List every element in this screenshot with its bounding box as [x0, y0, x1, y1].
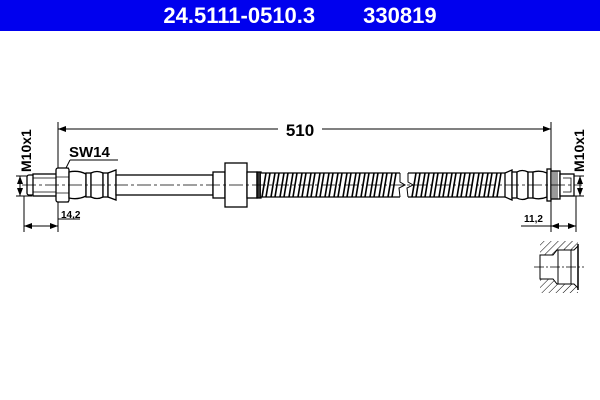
left-thread-label: M10x1 [18, 129, 34, 172]
title-bar: 24.5111-0510.3 330819 [0, 0, 600, 31]
part-number: 24.5111-0510.3 [163, 2, 316, 28]
port-section-detail [534, 241, 584, 293]
right-offset-dimension: 11,2 [521, 196, 577, 232]
left-offset-label: 14,2 [61, 210, 81, 221]
left-thread-dimension: M10x1 [17, 129, 34, 196]
length-label: 510 [286, 121, 314, 140]
right-thread-label: M10x1 [571, 129, 587, 172]
right-offset-label: 11,2 [524, 214, 543, 225]
left-offset-dimension: 14,2 [24, 210, 81, 229]
wrench-size-callout: SW14 [63, 144, 118, 173]
wrench-size-label: SW14 [69, 144, 111, 161]
length-dimension: 510 [58, 121, 551, 140]
ref-number: 330819 [363, 2, 437, 28]
right-thread-dimension: M10x1 [571, 129, 587, 196]
